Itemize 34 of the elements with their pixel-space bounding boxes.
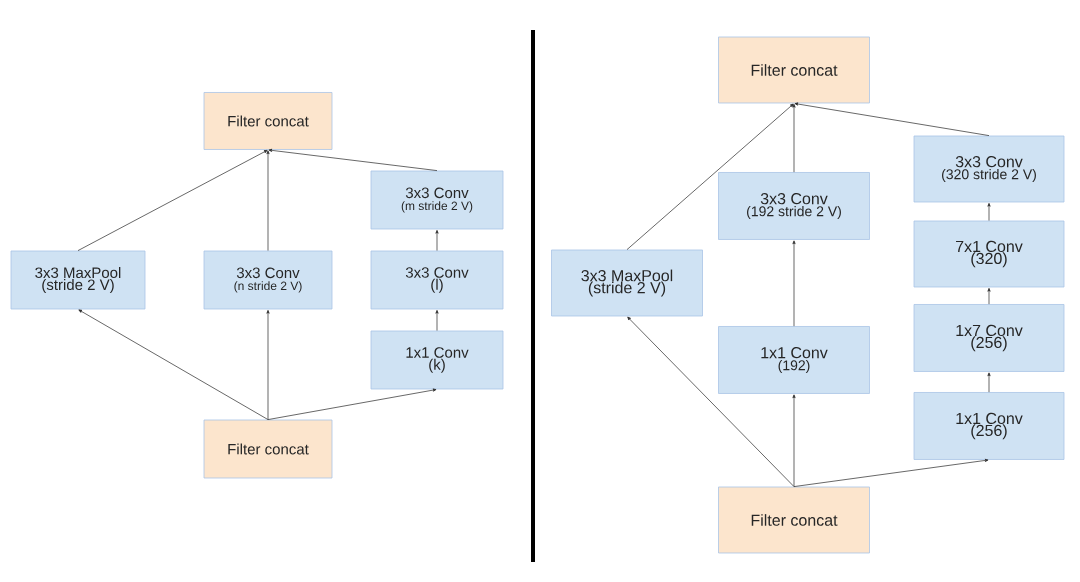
arrow [987,203,991,221]
arrow [627,316,795,487]
layer-box: 3x3 Conv (n stride 2 V) [203,250,333,310]
arrow [267,388,437,420]
arrow [435,230,439,251]
arrow [793,458,989,487]
layer-box: 7x1 Conv (320) [913,220,1065,288]
layer-box: 1x1 Conv (256) [913,392,1065,460]
arrow [987,288,991,305]
arrow [266,150,270,251]
layer-box: 3x3 Conv (m stride 2 V) [370,170,504,230]
concat-box: Filter concat [718,36,870,104]
layer-box: 3x3 MaxPool (stride 2 V) [10,250,146,310]
arrow [987,372,991,393]
layer-box: 3x3 Conv (320 stride 2 V) [913,135,1065,203]
layer-box: 3x3 MaxPool (stride 2 V) [551,249,703,317]
arrow [78,309,269,420]
layer-box: 3x3 Conv (192 stride 2 V) [718,172,870,240]
arrow [794,102,990,136]
layer-box: 1x1 Conv (k) [370,330,504,390]
concat-box: Filter concat [203,419,333,479]
layer-box: 1x1 Conv (192) [718,326,870,394]
layer-box: 1x7 Conv (256) [913,304,1065,372]
arrow [77,150,268,251]
layer-box: 3x3 Conv (l) [370,250,504,310]
arrow [792,394,796,487]
concat-box: Filter concat [718,486,870,554]
arrow [435,310,439,331]
arrow [266,310,270,420]
arrow [792,240,796,327]
concat-box: Filter concat [203,92,333,150]
arrow [268,148,438,171]
arrow [626,103,794,250]
arrow [792,104,796,173]
